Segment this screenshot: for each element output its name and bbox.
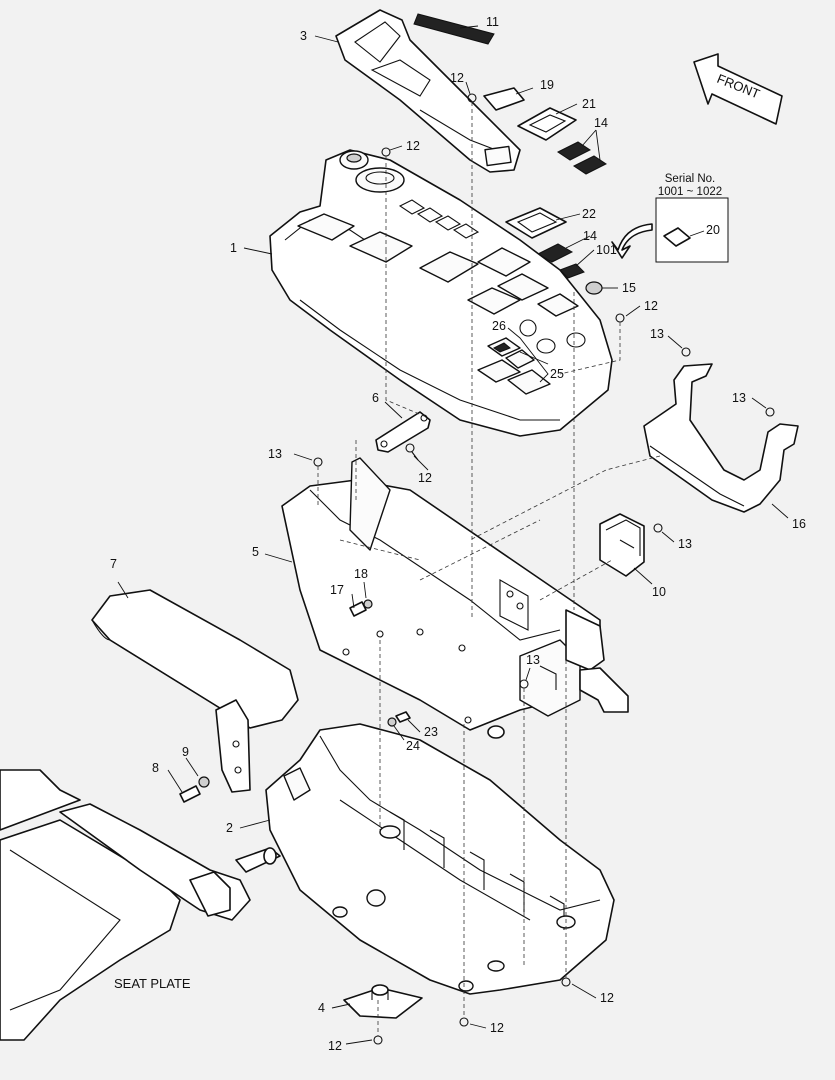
part-11-label-strip [413,13,495,45]
callout-23: 23 [424,725,438,739]
callout-9: 9 [182,745,189,759]
callout-5: 5 [252,545,259,559]
callout-101: 101 [596,243,617,257]
part-7-armrest [91,589,299,793]
part-10-clamp [599,513,645,577]
part-14-plug-c [536,243,574,263]
serial-box: Serial No. 1001 ~ 1022 20 [611,173,729,263]
callout-12-bottom-left: 12 [328,1039,342,1053]
serial-pointer-arrow [611,223,653,259]
serial-part-number: 20 [706,223,720,237]
callout-1: 1 [230,241,237,255]
part-24-washer [387,717,397,727]
part-16-side-bracket [643,363,799,513]
assembly-lines [317,102,661,1036]
callout-16: 16 [792,517,806,531]
part-6-bracket [375,411,431,453]
serial-title: Serial No. [665,173,716,185]
callout-13-frame-right: 13 [526,653,540,667]
callout-19: 19 [540,78,554,92]
part-14-plug-b [573,155,607,175]
callout-12-top: 12 [450,71,464,85]
callout-22: 22 [582,207,596,221]
callout-3: 3 [300,29,307,43]
front-arrow: FRONT [693,53,783,125]
part-101-plug [559,263,585,279]
callout-24: 24 [406,739,420,753]
part-22-bezel [505,207,567,239]
part-14-plug-a [557,141,591,161]
callout-12-bottom-right: 12 [600,991,614,1005]
callout-numbers: 3 11 12 19 21 14 12 22 14 101 15 12 13 1… [110,15,806,1053]
part-18-washer [363,599,373,609]
part-5-frame [281,457,629,739]
part-3-upper-cover [335,9,521,173]
leader-lines [117,25,789,1045]
part-23-bolt [395,711,411,723]
callout-26: 26 [492,319,506,333]
callout-2: 2 [226,821,233,835]
screws [313,93,775,1045]
part-2-lower-tray [265,723,615,995]
callout-12-right: 12 [644,299,658,313]
callout-13-bracket-right: 13 [732,391,746,405]
callout-8: 8 [152,761,159,775]
part-15-cap [585,281,603,295]
callout-17: 17 [330,583,344,597]
callout-4: 4 [318,1001,325,1015]
callout-12-bottom-mid: 12 [490,1021,504,1035]
part-4-grommet [343,984,423,1019]
part-19-clip [483,87,525,111]
callout-7: 7 [110,557,117,571]
callout-13-frame: 13 [268,447,282,461]
part-17-bolt [349,601,367,617]
seat-plate-label: SEAT PLATE [114,976,191,991]
callout-13-clamp: 13 [678,537,692,551]
callout-14-mid: 14 [583,229,597,243]
callout-13-bracket-top: 13 [650,327,664,341]
callout-15: 15 [622,281,636,295]
callout-10: 10 [652,585,666,599]
callout-12-console: 12 [406,139,420,153]
seat-plate [0,769,281,1041]
callout-21: 21 [582,97,596,111]
callout-6: 6 [372,391,379,405]
callout-11: 11 [486,15,499,29]
part-1-main-console [269,149,613,437]
callout-12-bracket6: 12 [418,471,432,485]
part-21-switch-cover [517,107,577,141]
part-9-washer [198,776,210,788]
serial-range: 1001 ~ 1022 [658,186,722,198]
part-8-bolt [179,785,201,803]
callout-25: 25 [550,367,564,381]
callout-14-top: 14 [594,116,608,130]
callout-18: 18 [354,567,368,581]
